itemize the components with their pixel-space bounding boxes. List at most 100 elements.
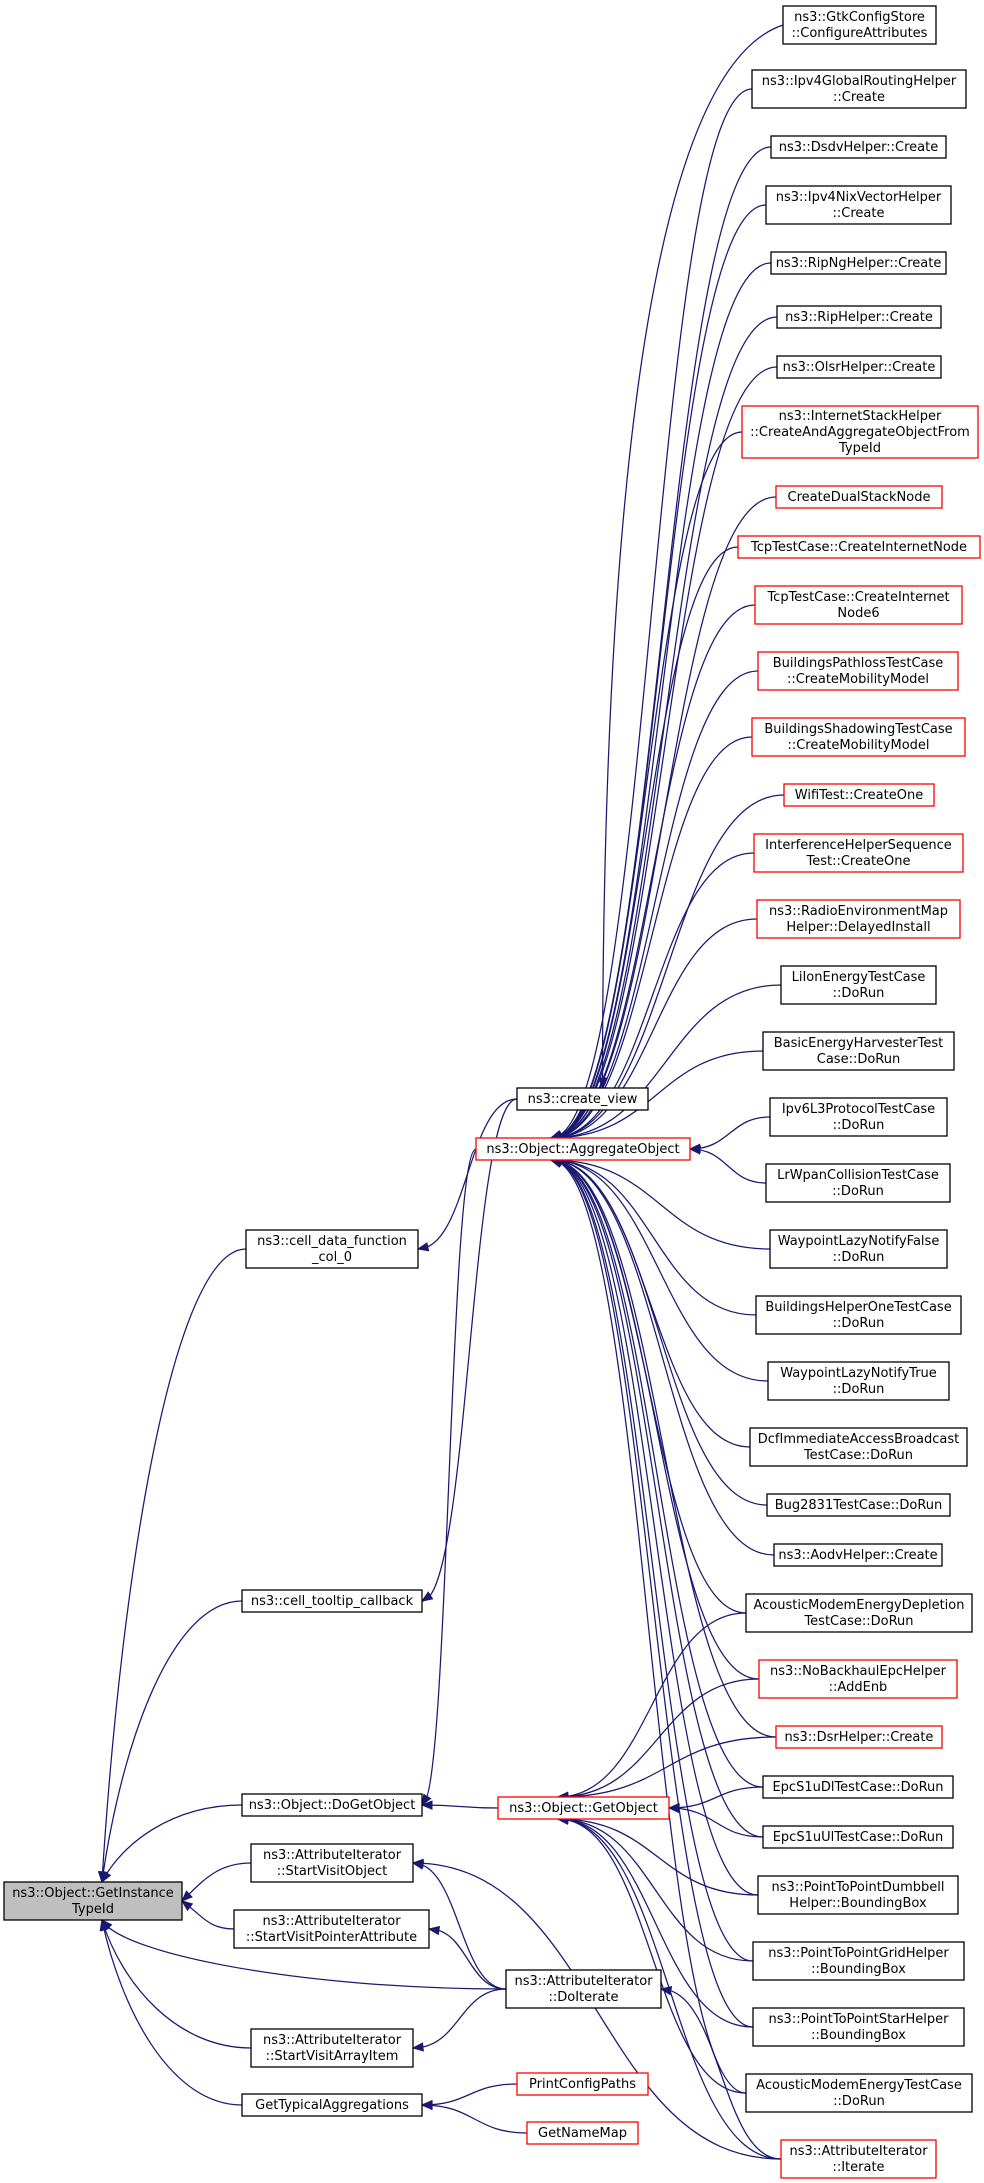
node-box[interactable]	[769, 1229, 948, 1269]
graph-node-doiterate[interactable]: ns3::AttributeIterator::DoIterate	[505, 1969, 662, 2009]
graph-node-pcp[interactable]: PrintConfigPaths	[516, 2072, 649, 2096]
graph-node-createview[interactable]: ns3::create_view	[516, 1087, 649, 1111]
node-box[interactable]	[526, 2121, 639, 2145]
node-box[interactable]	[752, 2007, 965, 2047]
node-box[interactable]	[773, 1543, 943, 1567]
graph-node-bug2831[interactable]: Bug2831TestCase::DoRun	[766, 1493, 951, 1517]
node-box[interactable]	[245, 1229, 419, 1269]
graph-node-p2pdb[interactable]: ns3::PointToPointDumbbellHelper::Boundin…	[757, 1875, 959, 1915]
node-box[interactable]	[770, 251, 947, 275]
node-box[interactable]	[758, 1659, 958, 1699]
graph-node-cdsn[interactable]: CreateDualStackNode	[775, 485, 943, 509]
graph-node-nbeh[interactable]: ns3::NoBackhaulEpcHelper::AddEnb	[758, 1659, 958, 1699]
node-box[interactable]	[241, 1793, 423, 1817]
graph-node-epcul[interactable]: EpcS1uUlTestCase::DoRun	[762, 1825, 954, 1849]
graph-node-gtk[interactable]: ns3::GtkConfigStore::ConfigureAttributes	[782, 5, 937, 45]
node-box[interactable]	[775, 485, 943, 509]
node-box[interactable]	[757, 651, 959, 691]
graph-node-rip[interactable]: ns3::RipHelper::Create	[776, 305, 942, 329]
node-box[interactable]	[250, 2028, 414, 2068]
graph-node-ctc[interactable]: ns3::cell_tooltip_callback	[241, 1589, 423, 1613]
node-box[interactable]	[767, 1361, 950, 1401]
graph-node-tcpin[interactable]: TcpTestCase::CreateInternetNode	[737, 535, 981, 559]
graph-node-bpl[interactable]: BuildingsPathlossTestCase::CreateMobilit…	[757, 651, 959, 691]
node-box[interactable]	[769, 1097, 948, 1137]
node-box[interactable]	[250, 1843, 414, 1883]
node-box[interactable]	[780, 965, 937, 1005]
graph-node-dsr[interactable]: ns3::DsrHelper::Create	[775, 1725, 943, 1749]
graph-node-ripng[interactable]: ns3::RipNgHelper::Create	[770, 251, 947, 275]
node-box[interactable]	[783, 783, 935, 807]
graph-node-ipv6l3[interactable]: Ipv6L3ProtocolTestCase::DoRun	[769, 1097, 948, 1137]
graph-node-olsr[interactable]: ns3::OlsrHelper::Create	[776, 355, 942, 379]
graph-node-epcdl[interactable]: EpcS1uDlTestCase::DoRun	[762, 1775, 954, 1799]
graph-node-wlnt[interactable]: WaypointLazyNotifyTrue::DoRun	[767, 1361, 950, 1401]
graph-node-aodv[interactable]: ns3::AodvHelper::Create	[773, 1543, 943, 1567]
graph-node-ipv4grh[interactable]: ns3::Ipv4GlobalRoutingHelper::Create	[751, 69, 967, 109]
node-box[interactable]	[3, 1881, 183, 1921]
node-box[interactable]	[754, 585, 963, 625]
node-box[interactable]	[752, 1941, 965, 1981]
node-box[interactable]	[766, 1493, 951, 1517]
node-box[interactable]	[741, 405, 979, 459]
node-box[interactable]	[241, 1589, 423, 1613]
graph-node-dcf[interactable]: DcfImmediateAccessBroadcastTestCase::DoR…	[749, 1427, 968, 1467]
node-box[interactable]	[516, 2072, 649, 2096]
graph-node-liion[interactable]: LiIonEnergyTestCase::DoRun	[780, 965, 937, 1005]
node-box[interactable]	[762, 1775, 954, 1799]
node-box[interactable]	[765, 1163, 951, 1203]
graph-node-dogetobj[interactable]: ns3::Object::DoGetObject	[241, 1793, 423, 1817]
graph-node-wlnf[interactable]: WaypointLazyNotifyFalse::DoRun	[769, 1229, 948, 1269]
node-box[interactable]	[745, 2073, 973, 2113]
node-box[interactable]	[737, 535, 981, 559]
graph-node-svpa[interactable]: ns3::AttributeIterator::StartVisitPointe…	[233, 1909, 430, 1949]
node-box[interactable]	[753, 833, 964, 873]
graph-node-gta[interactable]: GetTypicalAggregations	[241, 2093, 423, 2117]
graph-node-remh[interactable]: ns3::RadioEnvironmentMapHelper::DelayedI…	[756, 899, 961, 939]
graph-node-aiiter[interactable]: ns3::AttributeIterator::Iterate	[780, 2139, 937, 2179]
graph-node-wifitest[interactable]: WifiTest::CreateOne	[783, 783, 935, 807]
node-box[interactable]	[505, 1969, 662, 2009]
node-box[interactable]	[755, 1295, 962, 1335]
node-box[interactable]	[756, 899, 961, 939]
node-box[interactable]	[775, 1725, 943, 1749]
node-box[interactable]	[770, 135, 947, 159]
graph-node-bsh[interactable]: BuildingsShadowingTestCase::CreateMobili…	[751, 717, 966, 757]
graph-node-bho[interactable]: BuildingsHelperOneTestCase::DoRun	[755, 1295, 962, 1335]
node-box[interactable]	[233, 1909, 430, 1949]
node-box[interactable]	[516, 1087, 649, 1111]
node-box[interactable]	[776, 355, 942, 379]
node-box[interactable]	[751, 69, 967, 109]
node-box[interactable]	[765, 185, 952, 225]
node-box[interactable]	[749, 1427, 968, 1467]
node-box[interactable]	[762, 1825, 954, 1849]
graph-node-p2pgrid[interactable]: ns3::PointToPointGridHelper::BoundingBox	[752, 1941, 965, 1981]
node-box[interactable]	[776, 305, 942, 329]
graph-node-getobj[interactable]: ns3::Object::GetObject	[497, 1796, 670, 1820]
graph-node-gnm[interactable]: GetNameMap	[526, 2121, 639, 2145]
graph-node-p2pstar[interactable]: ns3::PointToPointStarHelper::BoundingBox	[752, 2007, 965, 2047]
graph-node-dsdv[interactable]: ns3::DsdvHelper::Create	[770, 135, 947, 159]
graph-node-ish[interactable]: ns3::InternetStackHelper::CreateAndAggre…	[741, 405, 979, 459]
node-box[interactable]	[745, 1593, 973, 1633]
graph-node-aggobj[interactable]: ns3::Object::AggregateObject	[475, 1137, 691, 1161]
graph-node-ipv4nix[interactable]: ns3::Ipv4NixVectorHelper::Create	[765, 185, 952, 225]
node-box[interactable]	[241, 2093, 423, 2117]
graph-node-amed[interactable]: AcousticModemEnergyDepletionTestCase::Do…	[745, 1593, 973, 1633]
graph-node-amet[interactable]: AcousticModemEnergyTestCase::DoRun	[745, 2073, 973, 2113]
node-box[interactable]	[751, 717, 966, 757]
node-box[interactable]	[497, 1796, 670, 1820]
graph-node-ihs[interactable]: InterferenceHelperSequenceTest::CreateOn…	[753, 833, 964, 873]
graph-node-lrwpan[interactable]: LrWpanCollisionTestCase::DoRun	[765, 1163, 951, 1203]
node-box[interactable]	[757, 1875, 959, 1915]
node-box[interactable]	[475, 1137, 691, 1161]
node-box[interactable]	[782, 5, 937, 45]
graph-node-cdf[interactable]: ns3::cell_data_function_col_0	[245, 1229, 419, 1269]
node-box[interactable]	[762, 1031, 955, 1071]
graph-node-svo[interactable]: ns3::AttributeIterator::StartVisitObject	[250, 1843, 414, 1883]
graph-node-svai[interactable]: ns3::AttributeIterator::StartVisitArrayI…	[250, 2028, 414, 2068]
node-box[interactable]	[780, 2139, 937, 2179]
